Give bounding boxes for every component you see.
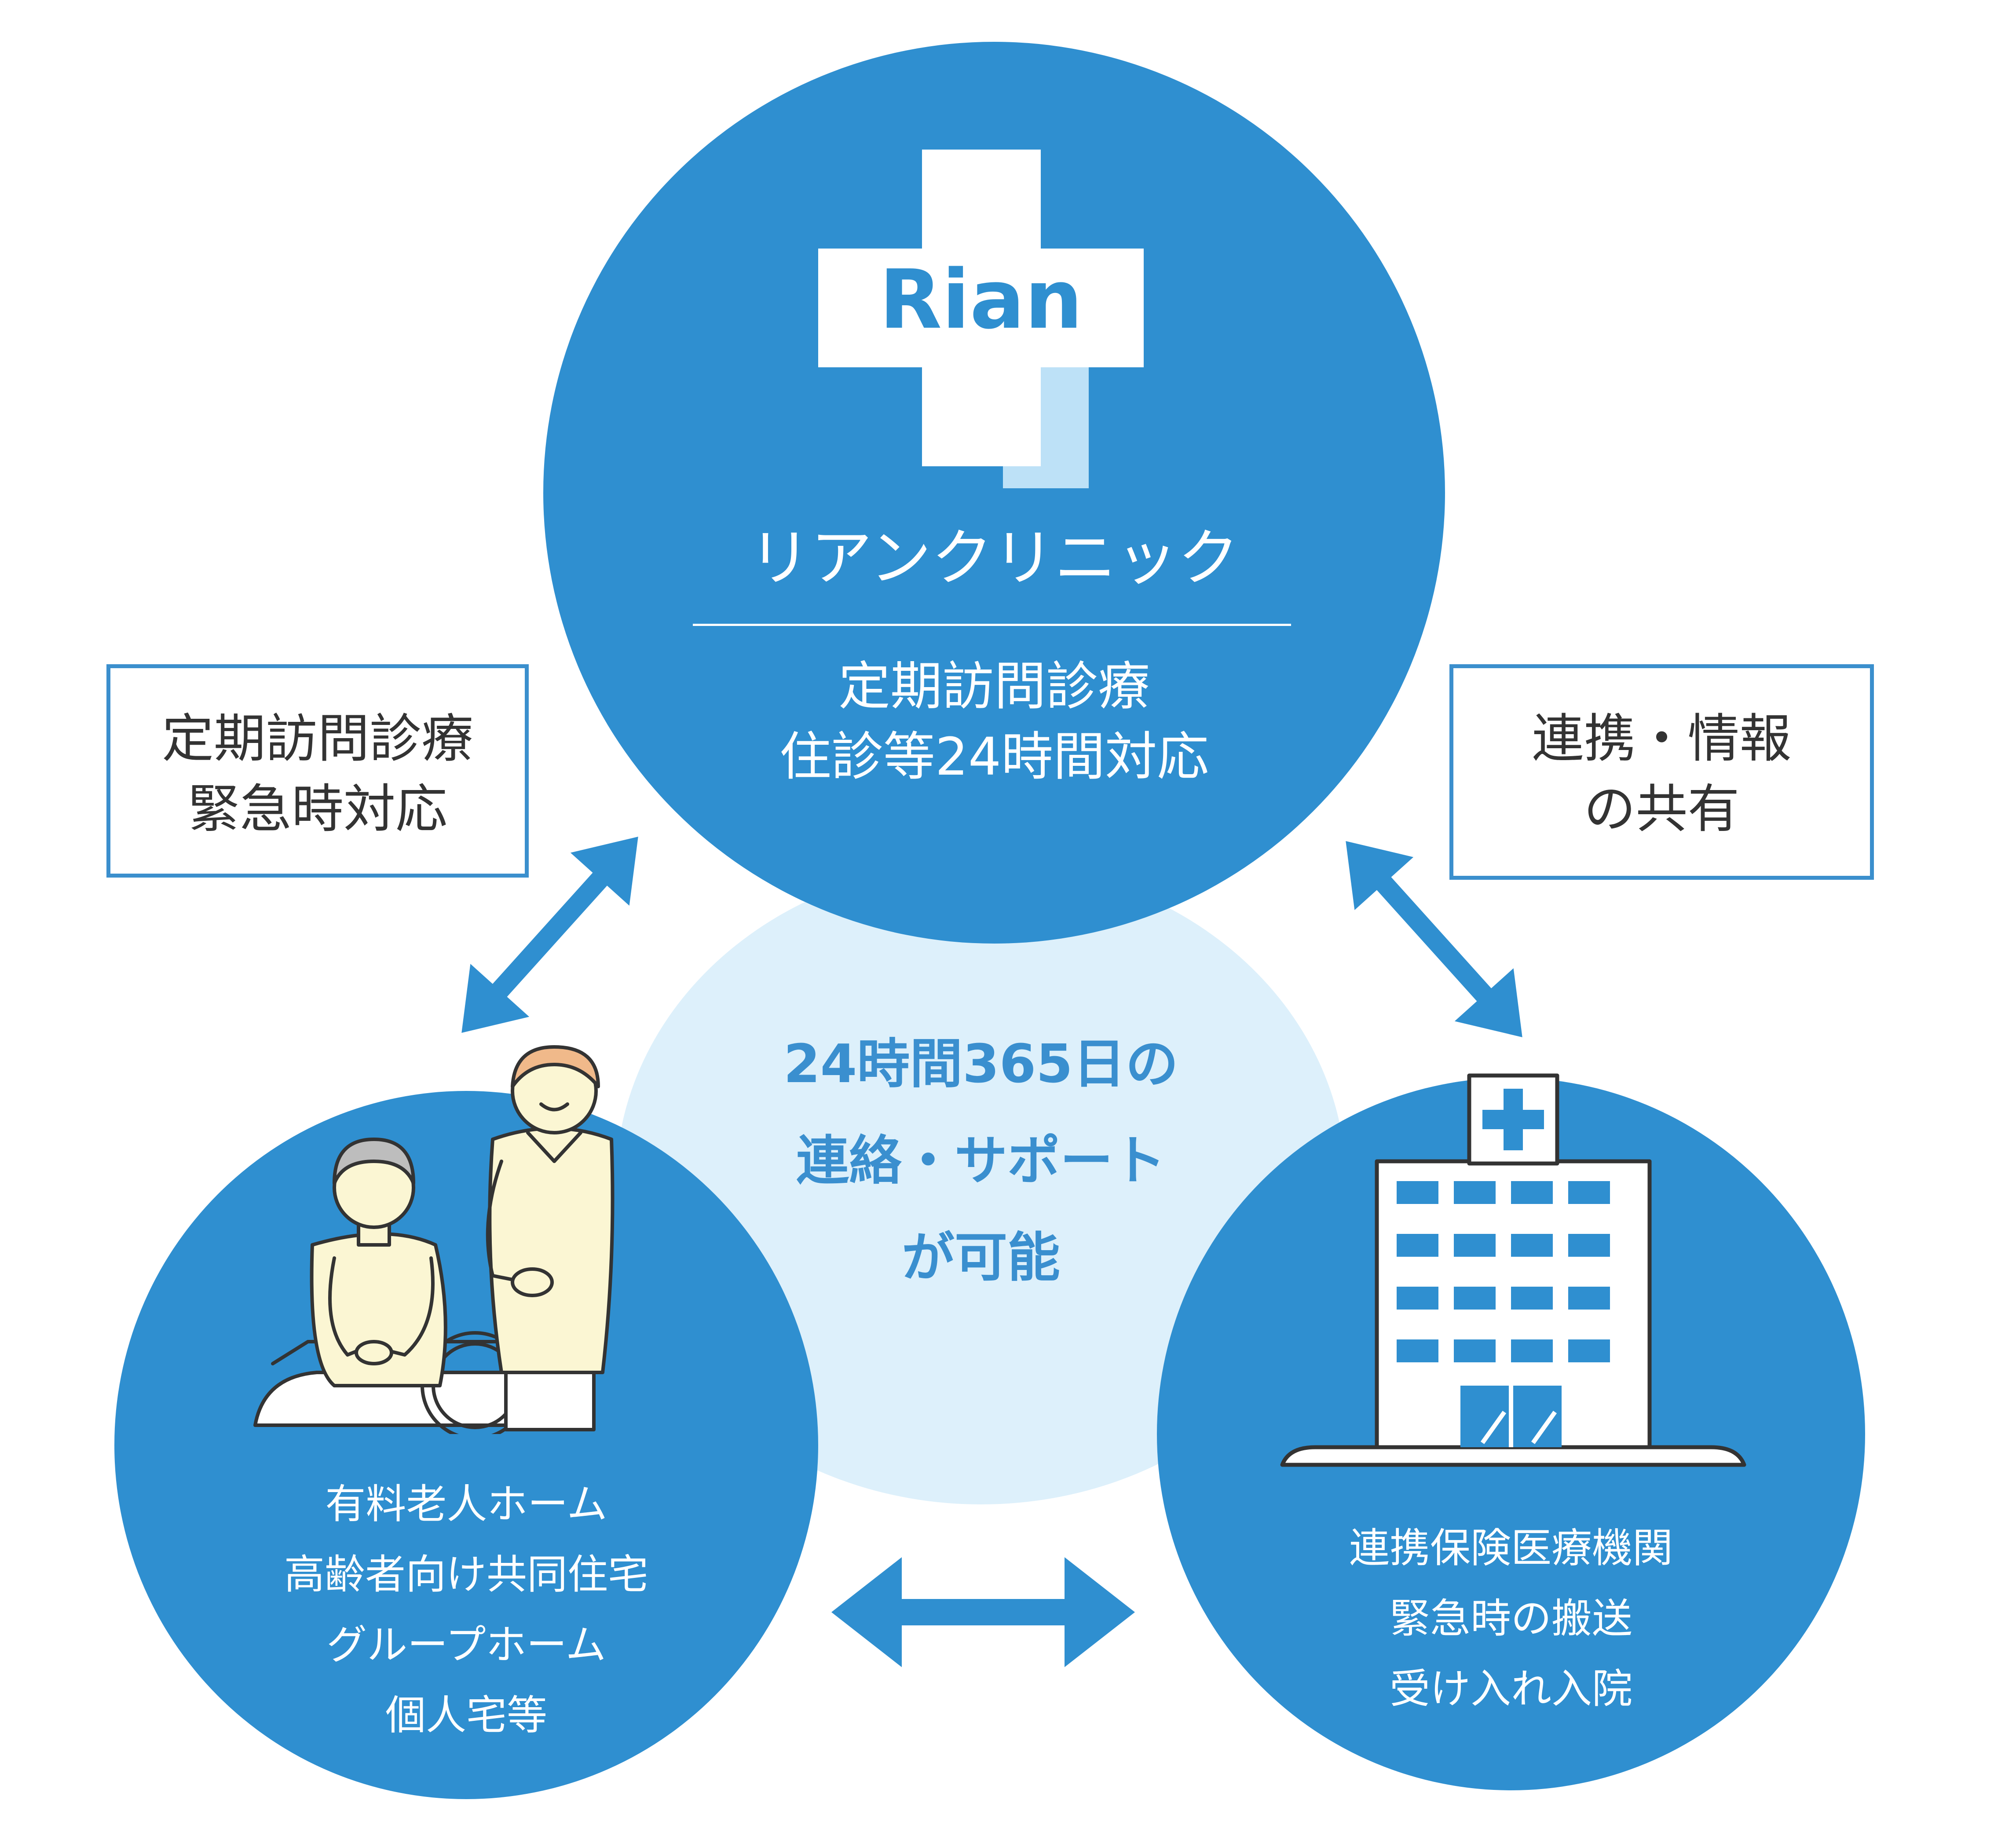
center-message: 24時間365日の 連絡・サポート が可能 [660, 1016, 1302, 1324]
clinic-name: リアンクリニック [749, 523, 1240, 594]
clinic-divider [693, 624, 1291, 626]
hospital-building-icon [1280, 1073, 1746, 1467]
center-message-line: 連絡・サポート [796, 1131, 1166, 1192]
facilities-circle [114, 1091, 818, 1799]
left-box-line: 定期訪問診療 [161, 708, 473, 769]
clinic-logo-text: Rian [879, 252, 1083, 347]
double-arrow-icon [1346, 841, 1522, 1037]
right-info-box: 連携・情報 の共有 [1449, 664, 1874, 880]
right-box-line: 連携・情報 [1532, 708, 1792, 769]
right-box-line: の共有 [1584, 779, 1740, 839]
clinic-service-line: 定期訪問診療 [838, 656, 1150, 717]
clinic-services: 定期訪問診療 住診等24時間対応 [543, 651, 1445, 801]
caregiver-wheelchair-illustration [253, 1045, 615, 1434]
hospital-line: 連携保険医療機関 [1349, 1525, 1673, 1572]
double-arrow-icon [831, 1557, 1135, 1667]
hospital-line: 緊急時の搬送 [1389, 1595, 1632, 1642]
double-arrow-icon [461, 837, 638, 1033]
facilities-line: 有料老人ホーム [325, 1481, 607, 1528]
clinic-service-line: 住診等24時間対応 [779, 726, 1209, 787]
medical-cross-icon: Rian [818, 150, 1144, 488]
facilities-line: 個人宅等 [385, 1692, 547, 1739]
facilities-line: 高齢者向け共同住宅 [284, 1551, 648, 1598]
center-message-line: が可能 [902, 1227, 1060, 1288]
facilities-text: 有料老人ホーム 高齢者向け共同住宅 グループホーム 個人宅等 [114, 1469, 818, 1760]
hospital-line: 受け入れ入院 [1389, 1665, 1632, 1712]
center-message-line: 24時間365日の [783, 1034, 1178, 1095]
left-info-box: 定期訪問診療 緊急時対応 [106, 664, 529, 878]
hospital-text: 連携保険医療機関 緊急時の搬送 受け入れ入院 [1157, 1513, 1865, 1733]
left-box-line: 緊急時対応 [187, 779, 447, 839]
facilities-line: グループホーム [326, 1621, 606, 1668]
